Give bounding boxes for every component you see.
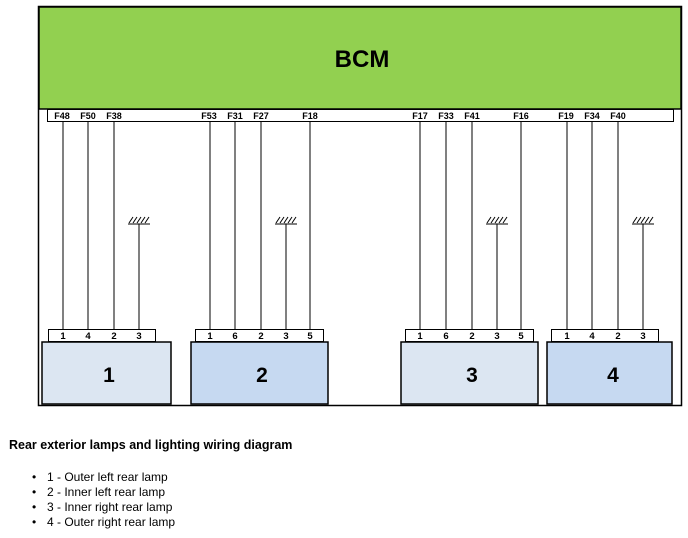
pin-label: 2	[615, 331, 620, 342]
ground-symbol	[486, 216, 508, 225]
lamp-label: 1	[103, 364, 115, 387]
wires	[62, 122, 644, 330]
fuse-label: F19	[558, 111, 574, 121]
bcm-label: BCM	[335, 46, 390, 73]
fuse-label: F38	[106, 111, 122, 121]
legend-item-text: 3 - Inner right rear lamp	[47, 500, 173, 514]
fuse-label: F27	[253, 111, 269, 121]
fuse-label: F48	[54, 111, 70, 121]
fuse-label: F50	[80, 111, 96, 121]
fuse-label: F31	[227, 111, 243, 121]
pin-label: 3	[494, 331, 499, 342]
legend-item: • 2 - Inner left rear lamp	[22, 485, 175, 500]
legend-item: • 4 - Outer right rear lamp	[22, 515, 175, 530]
lamp-label: 3	[466, 364, 478, 387]
legend-item-text: 2 - Inner left rear lamp	[47, 485, 166, 499]
pin-label: 1	[564, 331, 570, 342]
pin-label: 6	[443, 331, 448, 342]
bullet-icon: •	[32, 485, 37, 499]
ground-symbol	[632, 216, 654, 225]
bcm-connector-strip	[47, 109, 674, 122]
fuse-label: F18	[302, 111, 318, 121]
legend-item-text: 4 - Outer right rear lamp	[47, 515, 176, 529]
lamp-body-1	[41, 341, 172, 405]
pin-label: 5	[307, 331, 313, 342]
bullet-icon: •	[32, 515, 37, 529]
pin-label: 5	[518, 331, 524, 342]
wiring-diagram: BCM F48 F50 F38 F53 F31 F27 F18 F17 F33 …	[37, 5, 683, 407]
pin-label: 6	[232, 331, 237, 342]
bullet-icon: •	[32, 500, 37, 514]
ground-symbols	[128, 216, 654, 225]
ground-symbol	[275, 216, 297, 225]
pin-label: 2	[111, 331, 116, 342]
fuse-label: F34	[584, 111, 600, 121]
pin-label: 4	[589, 331, 595, 342]
pin-labels: 1 4 2 3 1 6 2 3 5 1 6 2 3 5 1 4 2 3	[60, 331, 645, 342]
bullet-icon: •	[32, 470, 37, 484]
lamp-body-3	[400, 341, 539, 405]
legend-item: • 3 - Inner right rear lamp	[22, 500, 175, 515]
fuse-label: F53	[201, 111, 217, 121]
pin-label: 2	[469, 331, 474, 342]
pin-label: 3	[640, 331, 645, 342]
legend-item-text: 1 - Outer left rear lamp	[47, 470, 168, 484]
lamp-label: 2	[256, 364, 268, 387]
lamp-body-4	[546, 341, 673, 405]
pin-label: 2	[258, 331, 263, 342]
lamp-labels: 1 2 3 4	[103, 364, 619, 387]
pin-label: 4	[85, 331, 91, 342]
fuse-label: F41	[464, 111, 480, 121]
diagram-caption: Rear exterior lamps and lighting wiring …	[9, 438, 293, 452]
pin-label: 1	[417, 331, 423, 342]
fuse-label: F40	[610, 111, 626, 121]
lamp-connectors	[48, 329, 659, 342]
fuse-label: F33	[438, 111, 454, 121]
fuse-labels: F48 F50 F38 F53 F31 F27 F18 F17 F33 F41 …	[54, 111, 626, 121]
pin-label: 1	[60, 331, 66, 342]
fuse-label: F16	[513, 111, 529, 121]
lamp-bodies	[41, 341, 673, 405]
fuse-label: F17	[412, 111, 428, 121]
lamp-body-2	[190, 341, 329, 405]
pin-label: 3	[136, 331, 141, 342]
pin-label: 3	[283, 331, 288, 342]
bcm-block	[38, 6, 682, 110]
pin-label: 1	[207, 331, 213, 342]
lamp-label: 4	[607, 364, 619, 387]
ground-symbol	[128, 216, 150, 225]
lamp-legend: • 1 - Outer left rear lamp • 2 - Inner lef…	[22, 470, 175, 530]
legend-item: • 1 - Outer left rear lamp	[22, 470, 175, 485]
